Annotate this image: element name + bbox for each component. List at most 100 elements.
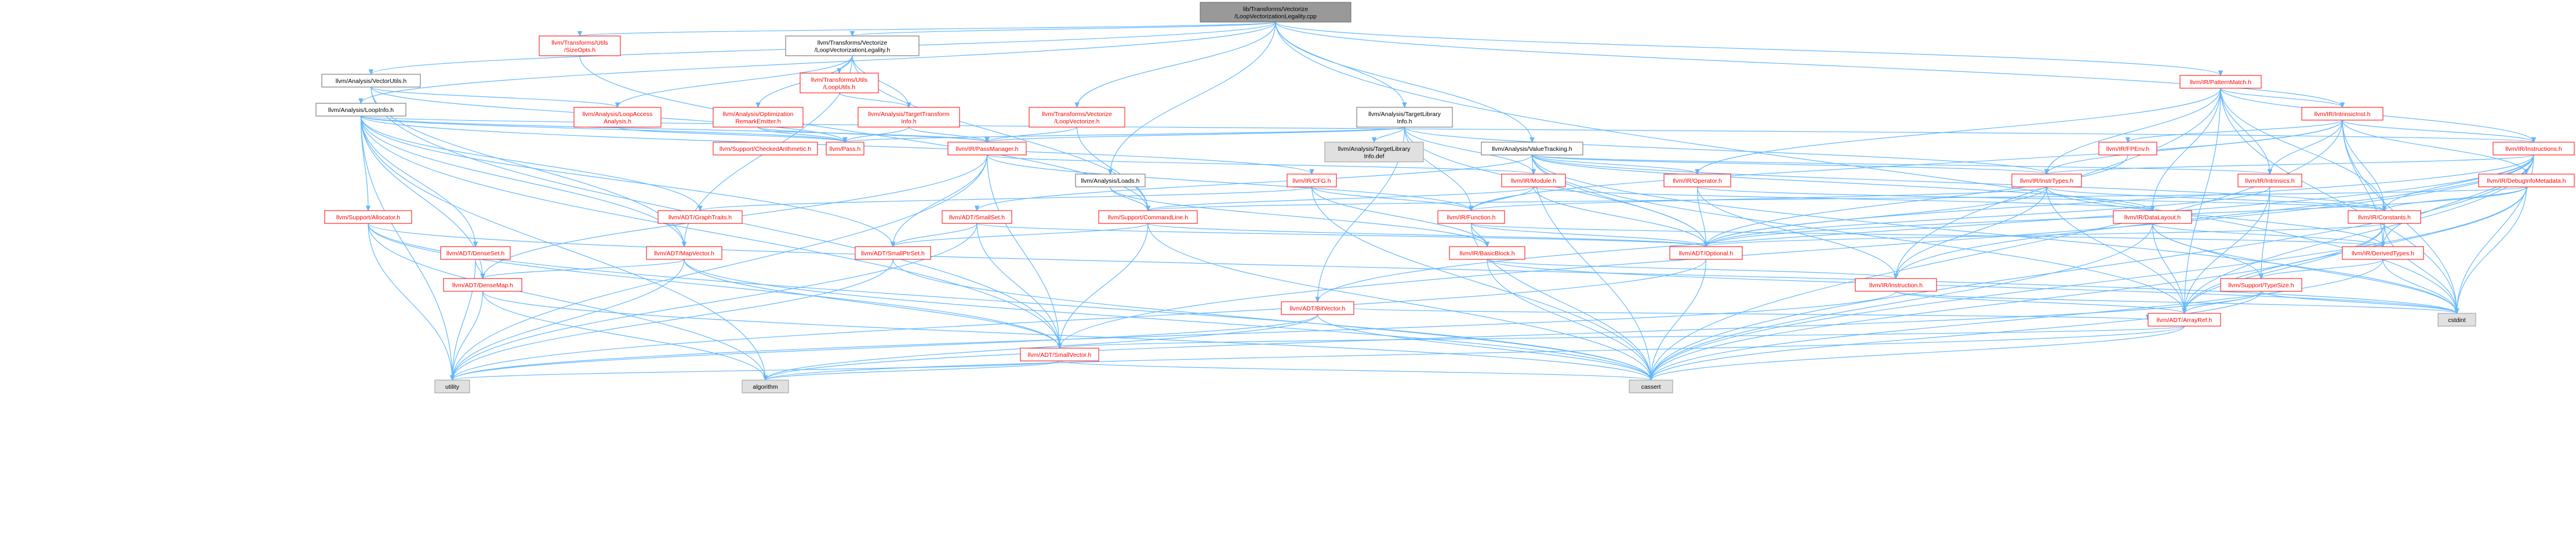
edge-instructions-to-cassert [1650, 154, 2534, 381]
node-derivedtypes[interactable]: llvm/IR/DerivedTypes.h [2342, 246, 2424, 260]
node-graphtraits[interactable]: llvm/ADT/GraphTraits.h [657, 210, 743, 224]
node-arrayref[interactable]: llvm/ADT/ArrayRef.h [2148, 313, 2221, 327]
node-box [2478, 173, 2575, 187]
edge-arrowhead [974, 205, 980, 212]
edge-smallset-to-smallptrset [892, 223, 978, 247]
node-operator[interactable]: llvm/IR/Operator.h [1663, 173, 1731, 187]
node-box [1629, 379, 1673, 393]
node-smallptrset[interactable]: llvm/ADT/SmallPtrSet.h [855, 246, 931, 260]
node-smallset[interactable]: llvm/ADT/SmallSet.h [942, 210, 1012, 224]
node-box [1281, 301, 1354, 315]
node-label: llvm/IR/FPEnv.h [2106, 146, 2150, 153]
node-box [2098, 142, 2157, 156]
edge-cfg-to-cassert [1311, 186, 1652, 381]
node-basicblock[interactable]: llvm/IR/BasicBlock.h [1449, 246, 1525, 260]
edge-lvl-h-to-tti [852, 55, 910, 108]
node-label: Info.h [901, 118, 916, 125]
edge-arrayref-to-algorithm [765, 326, 2185, 381]
edge-arrowhead [1371, 137, 1377, 143]
node-commandline[interactable]: llvm/Support/CommandLine.h [1098, 210, 1198, 224]
node-mapvector[interactable]: llvm/ADT/MapVector.h [646, 246, 722, 260]
node-optional[interactable]: llvm/ADT/Optional.h [1669, 246, 1743, 260]
node-utility: utility [434, 379, 470, 393]
node-passmanager[interactable]: llvm/IR/PassManager.h [947, 142, 1027, 156]
edge-patternmatch-to-instrtypes [2046, 88, 2221, 175]
edge-datalayout-to-cstdint [2152, 223, 2458, 314]
node-vectorutils[interactable]: llvm/Analysis/VectorUtils.h [321, 74, 421, 88]
edge-debuginfometa-to-cstdint [2456, 186, 2527, 314]
node-debuginfometa[interactable]: llvm/IR/DebugInfoMetadata.h [2478, 173, 2575, 187]
node-checkedarith[interactable]: llvm/Support/CheckedArithmetic.h [713, 142, 818, 156]
edge-bitvector-to-cassert [1317, 314, 1652, 381]
node-datalayout[interactable]: llvm/IR/DataLayout.h [2113, 210, 2192, 224]
node-layer: lib/Transforms/Vectorize/LoopVectorizati… [315, 2, 2575, 393]
edge-loopaccess-to-pass [617, 126, 846, 143]
node-instruction[interactable]: llvm/IR/Instruction.h [1855, 278, 1937, 292]
node-fpenv[interactable]: llvm/IR/FPEnv.h [2098, 142, 2157, 156]
edge-lvl-h-to-commandline [852, 55, 1149, 211]
node-box [539, 35, 621, 56]
edge-arrowhead [906, 102, 911, 109]
edge-constants-to-cassert [1650, 223, 2385, 381]
node-loopvectorize[interactable]: llvm/Transforms/Vectorize/LoopVectorize.… [1029, 107, 1125, 128]
edge-arrowhead [577, 31, 583, 37]
node-densemap[interactable]: llvm/ADT/DenseMap.h [443, 278, 522, 292]
node-optremark[interactable]: llvm/Analysis/OptimizationRemarkEmitter.… [713, 107, 804, 128]
node-smallvector[interactable]: llvm/ADT/SmallVector.h [1020, 348, 1099, 362]
node-pass[interactable]: llvm/Pass.h [826, 142, 864, 156]
node-instrtypes[interactable]: llvm/IR/InstrTypes.h [2011, 173, 2082, 187]
edge-root-to-loopinfo [360, 21, 1276, 104]
edge-arrowhead [2531, 137, 2537, 143]
node-root[interactable]: lib/Transforms/Vectorize/LoopVectorizati… [1200, 2, 1351, 23]
node-label: llvm/Analysis/Optimization [723, 111, 794, 118]
node-densemapinfo[interactable]: llvm/ADT/DenseSet.h [440, 246, 511, 260]
node-label: llvm/ADT/Optional.h [1679, 250, 1734, 257]
node-constants[interactable]: llvm/IR/Constants.h [2348, 210, 2421, 224]
edge-instrtypes-to-optional [1705, 186, 2047, 247]
edge-mapvector-to-utility [452, 259, 685, 381]
node-typesize[interactable]: llvm/Support/TypeSize.h [2220, 278, 2302, 292]
node-box [2179, 75, 2262, 89]
node-instructions[interactable]: llvm/IR/Instructions.h [2493, 142, 2575, 156]
edge-loopinfo-to-algorithm [360, 115, 766, 381]
edge-valuetracking-to-cassert [1531, 154, 1652, 381]
node-function[interactable]: llvm/IR/Function.h [1437, 210, 1505, 224]
node-allocator[interactable]: llvm/Support/Allocator.h [324, 210, 412, 224]
node-box [947, 142, 1027, 156]
node-tu-looputils[interactable]: llvm/Transforms/Utils/LoopUtils.h [800, 73, 879, 93]
node-box [315, 103, 406, 117]
edge-arrowhead [842, 137, 848, 143]
node-loopinfo[interactable]: llvm/Analysis/LoopInfo.h [315, 103, 406, 117]
node-loads[interactable]: llvm/Analysis/Loads.h [1075, 173, 1146, 187]
edge-derivedtypes-to-typesize [2261, 259, 2384, 279]
node-box [1029, 107, 1125, 128]
edge-valuetracking-to-smallset [976, 154, 1533, 211]
node-module[interactable]: llvm/IR/Module.h [1501, 173, 1566, 187]
node-lvl-h[interactable]: llvm/Transforms/Vectorize/LoopVectorizat… [785, 35, 920, 56]
node-label: llvm/Transforms/Utils [551, 39, 608, 46]
edge-constants-to-cstdint [2384, 223, 2458, 314]
edge-instrtypes-to-function [1470, 186, 2047, 211]
node-intrinsics[interactable]: llvm/IR/Intrinsics.h [2237, 173, 2302, 187]
edge-tu-looputils-to-tti [838, 92, 910, 108]
node-bitvector[interactable]: llvm/ADT/BitVector.h [1281, 301, 1354, 315]
edge-arrowhead [1529, 137, 1535, 143]
node-patternmatch[interactable]: llvm/IR/PatternMatch.h [2179, 75, 2262, 89]
node-cfg[interactable]: llvm/IR/CFG.h [1287, 173, 1337, 187]
node-label: llvm/Transforms/Utils [811, 77, 868, 84]
node-valuetracking[interactable]: llvm/Analysis/ValueTracking.h [1481, 142, 1583, 156]
edge-module-to-function [1470, 186, 1534, 211]
node-tu-sizeopts[interactable]: llvm/Transforms/Utils/SizeOpts.h [539, 35, 621, 56]
node-label: llvm/IR/InstrTypes.h [2020, 178, 2073, 185]
node-intrinsicinst[interactable]: llvm/IR/IntrinsicInst.h [2301, 107, 2384, 121]
edge-intrinsicinst-to-cassert [1650, 120, 2343, 381]
edge-layer [358, 21, 2537, 381]
node-label: cstdint [2448, 317, 2465, 324]
node-label: llvm/Analysis/LoopAccess [583, 111, 653, 118]
node-label: llvm/Transforms/Vectorize [818, 39, 888, 46]
edge-allocator-to-smallvector [368, 223, 1060, 349]
